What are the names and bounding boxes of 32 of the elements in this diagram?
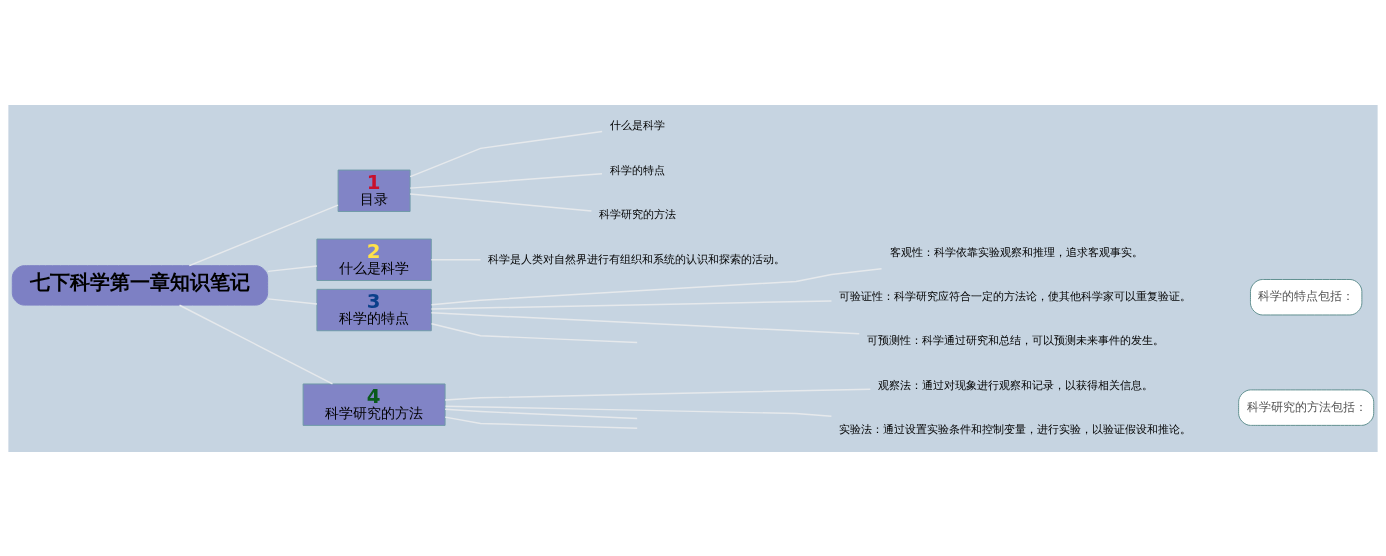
node-box: 科学研究的方法包括： (1238, 388, 1375, 426)
connector (430, 267, 883, 305)
connector (444, 415, 638, 429)
connector (267, 297, 318, 305)
node-text: 什么是科学 (610, 118, 666, 132)
connector (430, 299, 833, 310)
connector (409, 172, 603, 189)
connector (430, 311, 860, 335)
node-text: 可验证性：科学研究应符合一定的方法论，使其他科学家可以重复验证。 (839, 289, 1192, 303)
connector (444, 387, 872, 401)
node-box: 科学的特点包括： (1249, 278, 1363, 315)
connector (444, 408, 638, 419)
connector (430, 322, 638, 343)
connector (188, 203, 339, 266)
connector (430, 258, 482, 260)
node-text: 科学的特点 (610, 163, 666, 177)
connector (267, 264, 318, 272)
node-text: 实验法：通过设置实验条件和控制变量，进行实验，以验证假设和推论。 (839, 422, 1192, 436)
node-box: 1 目录 (337, 169, 411, 212)
connector (409, 192, 593, 212)
node-text: 可预测性：科学通过研究和总结，可以预测未来事件的发生。 (867, 333, 1165, 347)
node-box: 2 什么是科学 (316, 238, 432, 281)
node-box: 4 科学研究的方法 (302, 383, 446, 426)
node-text: 观察法：通过对现象进行观察和记录，以获得相关信息。 (878, 378, 1154, 392)
connector (178, 304, 334, 385)
connector (409, 130, 603, 177)
node-text: 客观性：科学依靠实验观察和推理，追求客观事实。 (889, 245, 1143, 259)
connector (444, 404, 833, 417)
node-box: 3 科学的特点 (316, 288, 432, 331)
node-text: 科学研究的方法 (599, 207, 677, 221)
node-text: 科学是人类对自然界进行有组织和系统的认识和探索的活动。 (488, 252, 786, 266)
node-box: 七下科学第一章知识笔记 (11, 264, 269, 306)
